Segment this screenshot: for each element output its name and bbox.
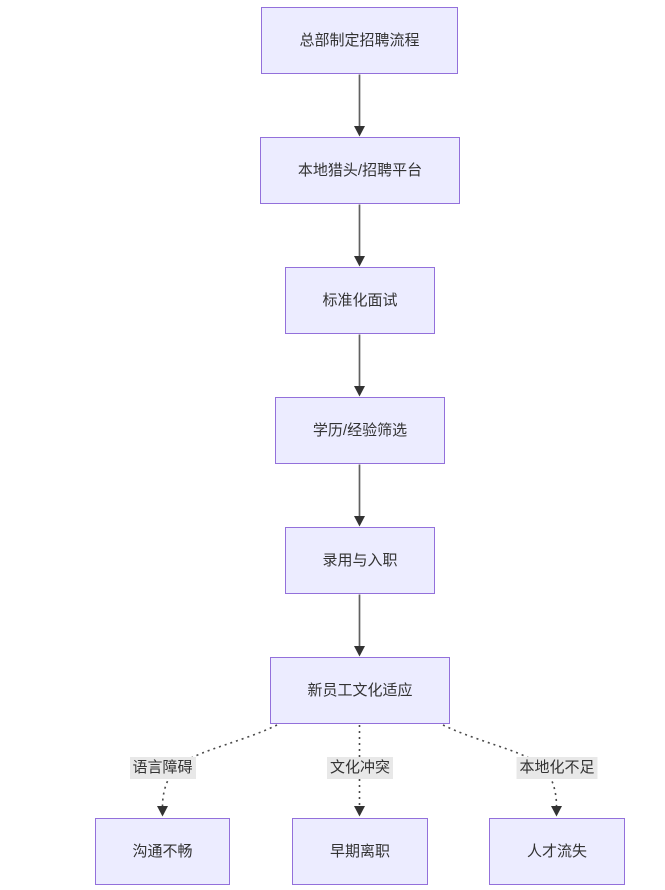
edge-screening-to-hiring [354, 464, 365, 527]
edge-interview-to-screening [354, 334, 365, 397]
node-hiring-onboarding: 录用与入职 [285, 527, 435, 594]
arrowhead-icon [354, 126, 365, 137]
arrowhead-icon [551, 806, 562, 817]
node-communication-problems: 沟通不畅 [95, 818, 230, 885]
edge-hiring-to-adaptation [354, 594, 365, 657]
edge-adaptation-to-turnover [354, 725, 365, 817]
node-early-turnover: 早期离职 [292, 818, 428, 885]
edge-label-language-barrier: 语言障碍 [129, 757, 196, 779]
arrowhead-icon [354, 516, 365, 527]
arrowhead-icon [354, 386, 365, 397]
edge-label-insufficient-localization: 本地化不足 [516, 757, 598, 779]
arrowhead-icon [354, 646, 365, 657]
node-education-experience-screening: 学历/经验筛选 [275, 397, 445, 464]
arrowhead-icon [354, 256, 365, 267]
edge-label-culture-conflict: 文化冲突 [326, 757, 394, 779]
arrowhead-icon [354, 806, 365, 817]
edge-headhunter-to-interview [354, 204, 365, 267]
arrowhead-icon [157, 806, 168, 817]
node-local-headhunter-platform: 本地猎头/招聘平台 [260, 137, 460, 204]
node-talent-loss: 人才流失 [489, 818, 625, 885]
node-new-employee-culture-adaptation: 新员工文化适应 [270, 657, 450, 724]
edge-hq-to-headhunter [354, 74, 365, 137]
node-standardized-interview: 标准化面试 [285, 267, 435, 334]
edge-adaptation-to-communication [157, 724, 278, 817]
node-hq-recruitment-process: 总部制定招聘流程 [261, 7, 458, 74]
edge-adaptation-to-talent-loss [442, 724, 562, 817]
